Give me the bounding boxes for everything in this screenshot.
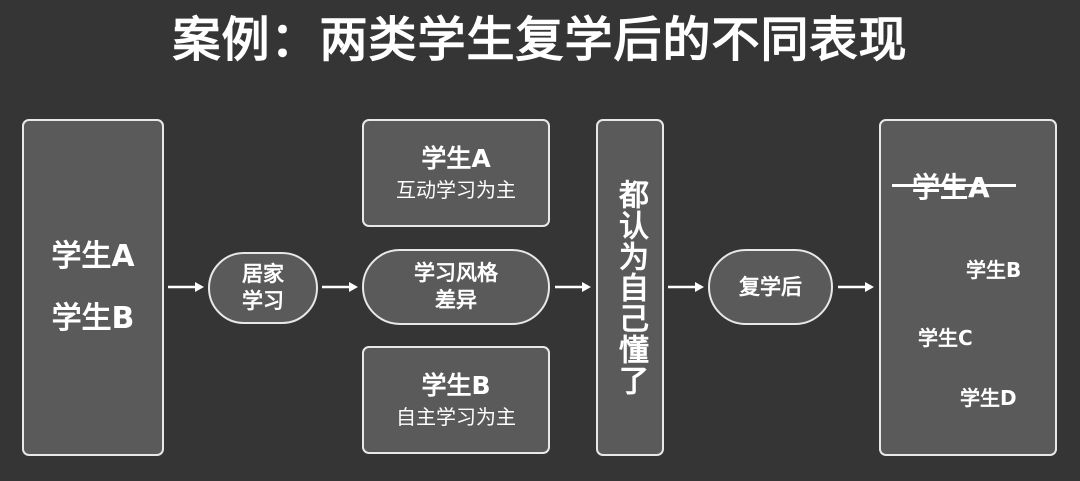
- arrow-3-head: [582, 282, 591, 292]
- after-resume-node: 复学后: [708, 249, 833, 325]
- student-a-card-name: 学生A: [421, 144, 491, 173]
- result-student-d: 学生D: [960, 386, 1017, 410]
- home-study-line1: 居家: [242, 262, 284, 286]
- result-student-a-struck: 学生A: [912, 171, 990, 204]
- student-b-card-name: 学生B: [421, 371, 491, 400]
- student-a-card-desc: 互动学习为主: [396, 178, 516, 202]
- student-b-card-desc: 自主学习为主: [396, 405, 516, 429]
- belief-box: 都认为自己懂了: [596, 119, 664, 456]
- result-student-b: 学生B: [966, 258, 1022, 282]
- result-student-c: 学生C: [918, 326, 973, 350]
- arrow-4-head: [695, 282, 704, 292]
- result-box: [879, 119, 1057, 456]
- arrow-2-head: [349, 282, 358, 292]
- home-study-node: 居家 学习: [208, 252, 318, 324]
- student-b-card: 学生B 自主学习为主: [362, 346, 550, 454]
- arrow-1-head: [195, 282, 204, 292]
- student-b-label: 学生B: [51, 300, 135, 336]
- student-a-card: 学生A 互动学习为主: [362, 119, 550, 227]
- style-difference-line1: 学习风格: [414, 261, 498, 285]
- after-resume-text: 复学后: [739, 274, 802, 299]
- home-study-line2: 学习: [242, 289, 284, 313]
- strike-through-line: [892, 184, 1016, 187]
- style-difference-node: 学习风格 差异: [362, 249, 550, 325]
- style-difference-line2: 差异: [435, 288, 477, 312]
- diagram-title: 案例：两类学生复学后的不同表现: [172, 12, 908, 68]
- student-a-label: 学生A: [51, 238, 135, 274]
- arrow-5-head: [865, 282, 874, 292]
- belief-text: 都认为自己懂了: [613, 179, 648, 396]
- students-box: 学生A 学生B: [22, 119, 164, 456]
